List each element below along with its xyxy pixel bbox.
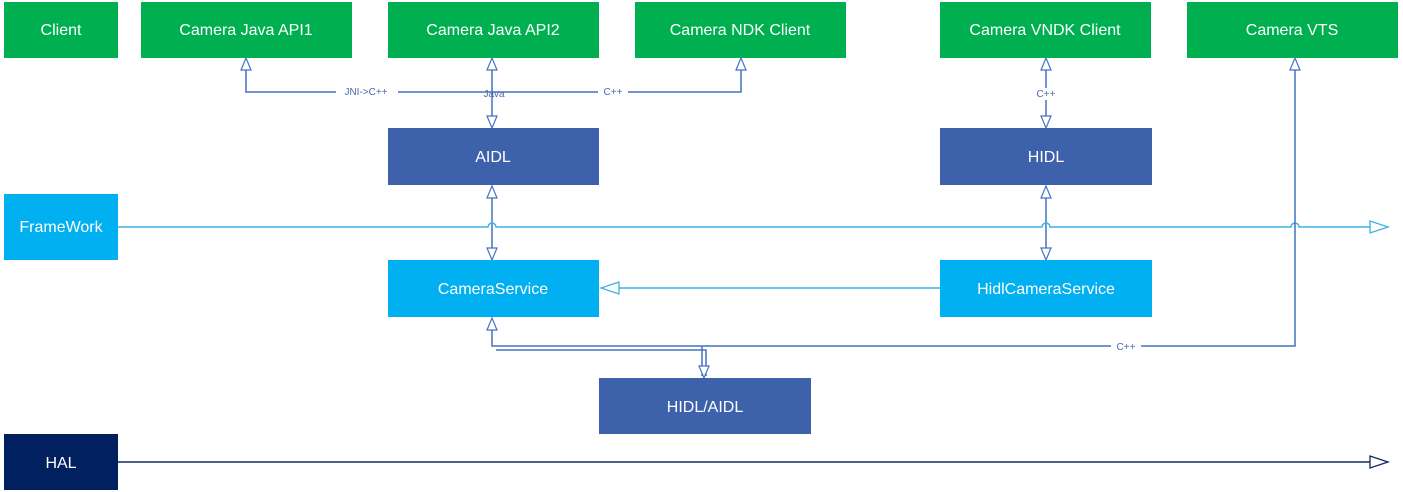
node-hidl-aidl-label: HIDL/AIDL [667, 399, 744, 416]
node-hidl-camera-service-label: HidlCameraService [977, 281, 1115, 298]
node-camera-service: CameraService [388, 260, 599, 317]
arrowhead-hidl-bottom [1040, 184, 1052, 199]
arrowhead-cameraservice-bottom [486, 316, 498, 331]
node-hal-label: HAL [45, 455, 76, 472]
node-aidl-label: AIDL [475, 149, 511, 166]
node-camera-ndk-client-label: Camera NDK Client [670, 22, 811, 39]
node-camera-vndk-client: Camera VNDK Client [940, 2, 1151, 58]
arrowhead-cameraservice-top [486, 247, 498, 262]
arrowhead-hidlcameraservice-top [1040, 247, 1052, 262]
arrowhead-api1 [240, 56, 252, 71]
node-framework-label: FrameWork [19, 219, 103, 236]
node-camera-java-api1: Camera Java API1 [141, 2, 352, 58]
edge-api1-to-bus [245, 64, 492, 93]
arrowhead-cameraservice-right [598, 281, 620, 295]
edge-label-jni-cpp: JNI->C++ [344, 87, 387, 98]
edge-label-cpp-ndk: C++ [604, 87, 623, 98]
edge-label-bg-cpp-ndk [598, 86, 628, 98]
node-camera-vts: Camera VTS [1187, 2, 1398, 58]
edge-ndk-to-bus [492, 64, 742, 93]
edge-label-bg-cpp-vndk [1031, 88, 1061, 100]
arrowhead-api2-top [486, 56, 498, 71]
arrowhead-aidl-top [486, 115, 498, 130]
node-camera-java-api2-label: Camera Java API2 [426, 22, 560, 39]
framework-line [118, 222, 1372, 228]
node-client: Client [4, 2, 118, 58]
edge-label-cpp-vndk: C++ [1037, 89, 1056, 100]
hal-arrowhead [1369, 455, 1391, 469]
node-camera-java-api1-label: Camera Java API1 [179, 22, 313, 39]
node-camera-java-api2: Camera Java API2 [388, 2, 599, 58]
node-framework: FrameWork [4, 194, 118, 260]
arrowhead-hidl-aidl-top [698, 365, 710, 380]
edge-label-bg-cpp-vts [1111, 341, 1141, 353]
node-aidl: AIDL [388, 128, 599, 185]
node-camera-vts-label: Camera VTS [1246, 22, 1338, 39]
arrowhead-hidl-top [1040, 115, 1052, 130]
node-client-label: Client [41, 22, 82, 39]
edge-label-cpp-vts: C++ [1117, 342, 1136, 353]
node-camera-ndk-client: Camera NDK Client [635, 2, 846, 58]
framework-arrowhead [1369, 220, 1391, 234]
node-hidl-camera-service: HidlCameraService [940, 260, 1152, 317]
node-camera-service-label: CameraService [438, 281, 548, 298]
edge-label-java: Java [483, 89, 505, 100]
edge-label-bg-jni [336, 86, 398, 98]
arrowhead-vts [1289, 56, 1301, 71]
arrowhead-aidl-bottom [486, 184, 498, 199]
node-camera-vndk-client-label: Camera VNDK Client [969, 22, 1121, 39]
edge-cameraservice-to-hidl-aidl [496, 349, 707, 376]
arrowhead-ndk [735, 56, 747, 71]
edge-cameraservice-to-vts [491, 64, 1296, 347]
node-hidl: HIDL [940, 128, 1152, 185]
node-hidl-label: HIDL [1028, 149, 1065, 166]
node-hidl-aidl: HIDL/AIDL [599, 378, 811, 434]
node-hal: HAL [4, 434, 118, 490]
arrowhead-vndk [1040, 56, 1052, 71]
